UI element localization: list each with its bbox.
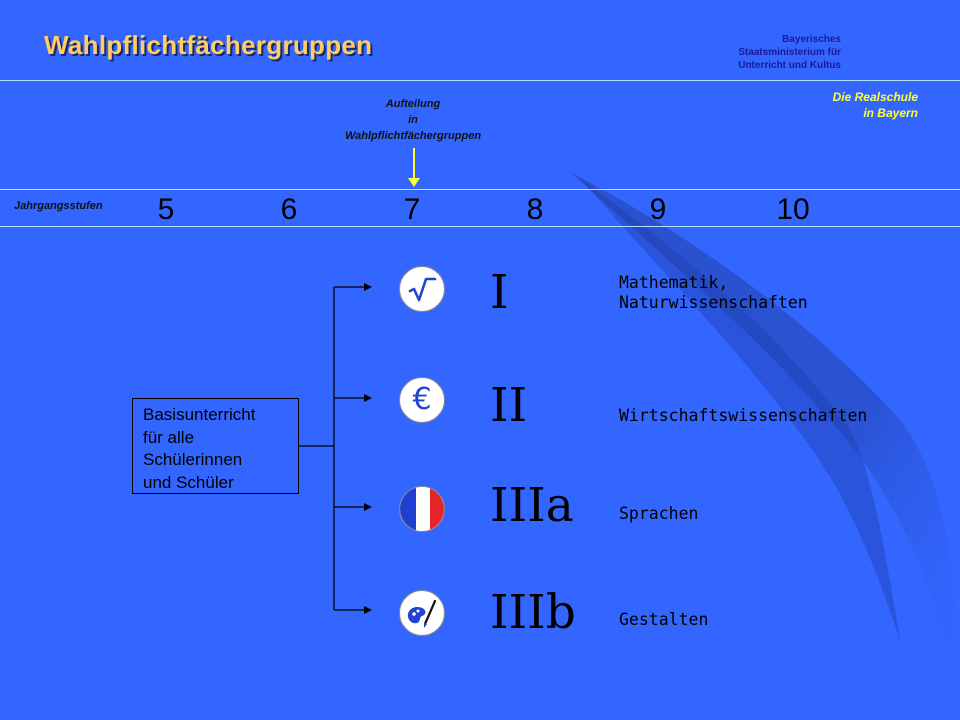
grade-8: 8 — [526, 193, 544, 226]
basis-box: Basisunterricht für alle Schülerinnen un… — [132, 398, 299, 494]
aufteilung-line: Aufteilung — [385, 98, 441, 110]
subject-line: Gestalten — [619, 610, 709, 629]
group-ii-numeral: II — [490, 378, 528, 433]
basis-line: für alle — [143, 427, 195, 447]
ministry-line: Staatsministerium für — [738, 47, 841, 58]
basis-line: Schülerinnen — [143, 450, 243, 469]
subject-line: Wirtschaftswissenschaften — [619, 406, 868, 425]
arrow-head-icon — [408, 178, 420, 187]
realschule-label: Die Realschule in Bayern — [770, 89, 918, 121]
aufteilung-line: in — [408, 114, 418, 126]
grade-6: 6 — [280, 193, 298, 226]
grade-5: 5 — [157, 193, 175, 226]
grade-10: 10 — [776, 193, 810, 226]
group-ii-subject: Wirtschaftswissenschaften — [619, 406, 867, 426]
square-root-icon — [399, 266, 445, 312]
grade-7-arrow — [413, 148, 415, 180]
grade-band — [0, 189, 960, 227]
paint-palette-icon — [399, 590, 445, 636]
ministry-line: Unterricht und Kultus — [738, 60, 841, 71]
group-iiia-numeral: IIIa — [490, 478, 574, 533]
subject-line: Naturwissenschaften — [619, 293, 808, 312]
group-iiib-numeral: IIIb — [490, 585, 576, 640]
ministry-label: Bayerisches Staatsministerium für Unterr… — [700, 33, 841, 72]
subject-line: Mathematik, — [619, 273, 729, 292]
page-title: Wahlpflichtfächergruppen — [44, 30, 373, 60]
basis-line: und Schüler — [143, 472, 234, 492]
grade-7: 7 — [403, 193, 421, 226]
group-i-numeral: I — [490, 265, 509, 320]
header-divider — [0, 80, 960, 81]
euro-glyph: € — [412, 382, 432, 417]
band-label: Jahrgangsstufen — [14, 200, 103, 212]
realschule-line: in Bayern — [863, 106, 918, 120]
ministry-line: Bayerisches — [782, 34, 841, 45]
group-iiia-subject: Sprachen — [619, 504, 698, 524]
subject-line: Sprachen — [619, 504, 699, 523]
group-i-subject: Mathematik, Naturwissenschaften — [619, 273, 808, 313]
realschule-line: Die Realschule — [832, 90, 918, 104]
aufteilung-label: Aufteilung in Wahlpflichtfächergruppen — [300, 96, 526, 144]
basis-line: Basisunterricht — [143, 405, 256, 424]
aufteilung-line: Wahlpflichtfächergruppen — [344, 130, 482, 142]
group-iiib-subject: Gestalten — [619, 610, 708, 630]
euro-icon: € — [399, 377, 445, 423]
french-flag-icon — [399, 486, 445, 532]
grade-9: 9 — [649, 193, 667, 226]
